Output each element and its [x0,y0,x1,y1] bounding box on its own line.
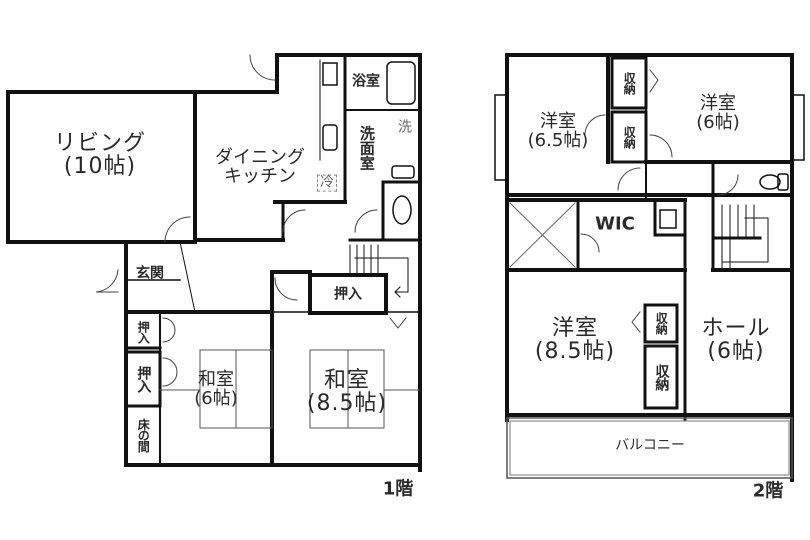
yoshitsu-65-name: 洋室 [539,111,576,133]
yoshitsu-85-name: 洋室 [551,315,598,341]
entrance-label: 玄関 [136,265,164,282]
living-room-size: (10帖) [63,154,137,179]
hall-label: ホール (6帖) [701,317,770,363]
storage-3-label: 収納 [654,312,669,334]
yoshitsu-6-label: 洋室 (6帖) [696,93,740,133]
closet-left-1-label: 押入 [136,321,151,343]
floor-1-label: 1階 [382,478,414,500]
closet-top-label: 押入 [334,286,362,303]
wic-label: WIC [595,213,635,235]
storage-2-label: 収納 [622,126,637,148]
yoshitsu-6-size: (6帖) [696,112,740,133]
washitsu-85-size: (8.5帖) [306,391,388,416]
yoshitsu-65-label: 洋室 (6.5帖) [527,111,589,151]
dining-kitchen-name-1: ダイニング [215,147,305,169]
yoshitsu-65-size: (6.5帖) [527,130,589,151]
fridge-label: 冷 [317,174,337,192]
washitsu-85-label: 和室 (8.5帖) [307,369,387,415]
storage-4-label: 収納 [653,364,670,390]
yoshitsu-6-name: 洋室 [700,93,736,115]
washitsu-6-size: (6帖) [194,388,238,409]
hall-size: (6帖) [707,339,765,364]
dining-kitchen-label: ダイニング キッチン [215,147,305,187]
living-room-label: リビング (10帖) [54,132,146,178]
storage-1-label: 収納 [622,72,637,94]
hall-name: ホール [701,315,771,341]
washer-label: 洗 [398,119,412,136]
washitsu-85-name: 和室 [323,367,370,393]
floor-2-label: 2階 [752,480,784,502]
washitsu-6-name: 和室 [198,369,234,391]
closet-left-2-label: 押入 [135,366,152,392]
dining-kitchen-name-2: キッチン [224,166,296,187]
washitsu-6-label: 和室 (6帖) [194,369,238,409]
living-room-name: リビング [53,130,147,156]
yoshitsu-85-label: 洋室 (8.5帖) [535,317,615,363]
bathroom-label: 浴室 [352,73,380,90]
washroom-label: 洗面室 [357,125,376,171]
balcony-label: バルコニー [615,437,685,454]
yoshitsu-85-size: (8.5帖) [534,339,616,364]
tokonoma-label: 床の間 [136,418,151,452]
